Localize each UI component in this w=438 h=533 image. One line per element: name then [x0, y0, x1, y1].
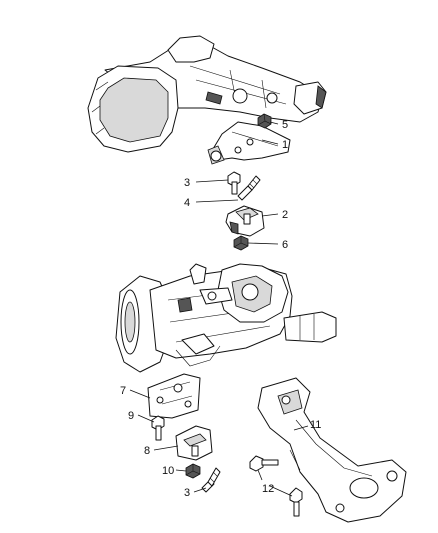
- transmission-upper: [87, 35, 327, 153]
- callout-7: 7: [120, 385, 126, 397]
- leader-lines: [129, 121, 309, 497]
- nut-6: [233, 235, 249, 251]
- nut-10: [185, 463, 201, 479]
- callout-11: 11: [310, 419, 321, 431]
- mount-bracket-7: [147, 373, 201, 419]
- callout-10: 10: [162, 465, 174, 477]
- stud-4: [237, 175, 261, 201]
- callout-8: 8: [144, 445, 150, 457]
- mount-isolator-8: [175, 425, 213, 461]
- callout-9: 9: [128, 410, 134, 422]
- transmission-lower: [115, 263, 337, 373]
- nut-5: [257, 113, 272, 129]
- callout-3-lower: 3: [184, 487, 190, 499]
- callout-12: 12: [262, 483, 274, 495]
- callout-4: 4: [184, 197, 190, 209]
- callout-6: 6: [282, 239, 288, 251]
- transmission-mount-bracket: [207, 121, 291, 165]
- bolt-3-lower: [201, 467, 221, 493]
- callout-3-upper: 3: [184, 177, 190, 189]
- mount-isolator-2: [225, 205, 265, 237]
- crossmember-11: [257, 377, 407, 523]
- bolt-9: [151, 415, 165, 441]
- bolt-3-upper: [227, 171, 241, 195]
- callout-2: 2: [282, 209, 288, 221]
- callout-1: 1: [282, 139, 288, 151]
- bolts-12: [249, 455, 303, 517]
- callout-5: 5: [282, 119, 288, 131]
